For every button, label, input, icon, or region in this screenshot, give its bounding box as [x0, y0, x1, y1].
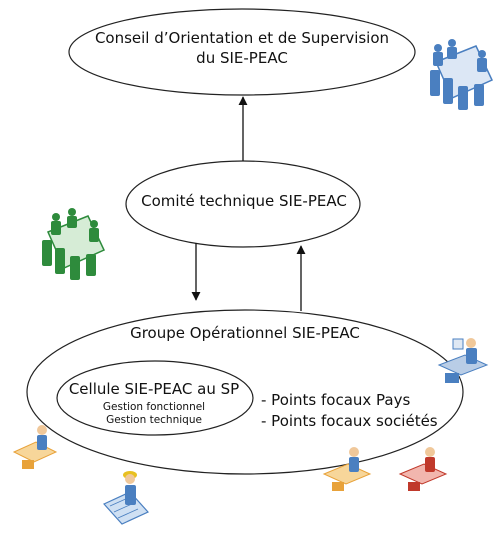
worker-desk-icon — [322, 447, 372, 491]
worker-desk-icon — [437, 338, 489, 383]
groupe-ellipse — [26, 309, 464, 475]
meeting-blue-icon — [430, 39, 494, 110]
meeting-green-icon — [42, 208, 106, 280]
cellule-sub2: Gestion technique — [106, 414, 202, 426]
cellule-label: Cellule SIE-PEAC au SP — [68, 380, 240, 398]
points-focaux-societes: - Points focaux sociétés — [261, 412, 438, 430]
cellule-sub1: Gestion fonctionnel — [102, 401, 206, 413]
comite-label: Comité technique SIE-PEAC — [141, 192, 347, 210]
conseil-title-line2: du SIE-PEAC — [196, 49, 288, 67]
points-focaux-pays: - Points focaux Pays — [261, 391, 411, 409]
worker-desk-icon — [12, 425, 58, 469]
worker-desk-icon — [398, 447, 448, 491]
cellule-ellipse — [56, 360, 254, 436]
groupe-label: Groupe Opérationnel SIE-PEAC — [130, 324, 360, 342]
engineer-icon — [103, 471, 149, 525]
conseil-ellipse — [68, 8, 416, 96]
conseil-title-line1: Conseil d’Orientation et de Supervision — [94, 29, 390, 47]
